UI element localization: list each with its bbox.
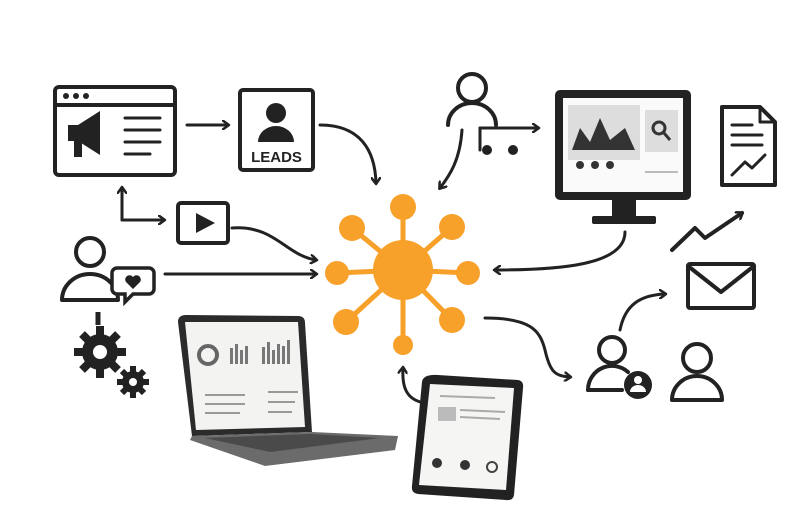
person-badge-icon	[585, 335, 652, 399]
arrow	[495, 230, 627, 270]
document-chart-icon	[720, 105, 777, 187]
leads-card: LEADS	[238, 88, 315, 172]
gears-icon	[74, 312, 149, 398]
play-video-icon	[176, 201, 230, 245]
person-icon	[670, 342, 724, 402]
arrow	[318, 123, 376, 183]
arrow	[483, 316, 570, 377]
arrow	[618, 294, 665, 332]
arrow	[440, 128, 464, 188]
person-heart-icon	[60, 236, 156, 307]
arrow	[403, 368, 427, 405]
leads-label: LEADS	[251, 149, 302, 166]
tablet-dashboard	[411, 374, 524, 501]
laptop-dashboard	[178, 315, 398, 466]
hub-network-icon	[325, 194, 480, 355]
trend-arrow-icon	[670, 213, 742, 252]
arrow	[230, 226, 316, 260]
person-icon	[446, 72, 498, 127]
megaphone-browser-icon	[53, 85, 177, 177]
arrow	[120, 190, 164, 220]
monitor-analytics-icon	[555, 90, 691, 224]
envelope-icon	[686, 262, 756, 310]
